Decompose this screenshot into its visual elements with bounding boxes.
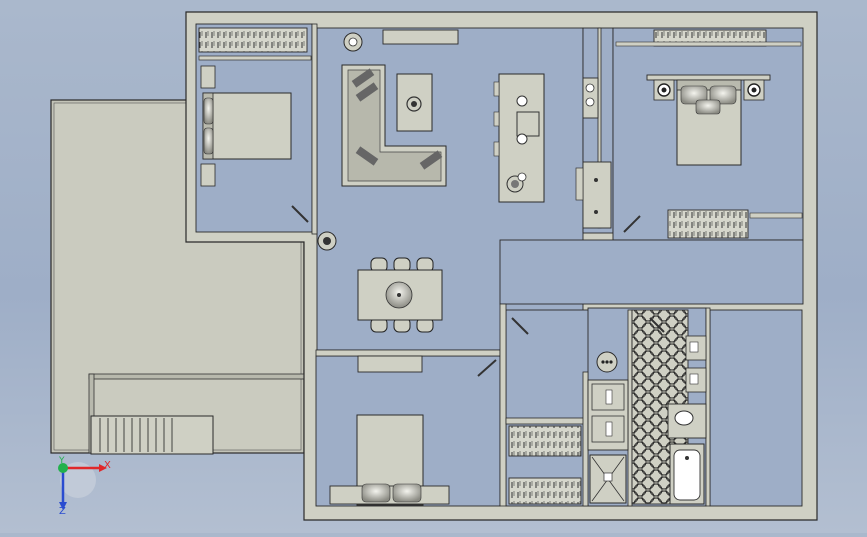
z-axis-arrow <box>59 502 67 510</box>
coffee-table <box>396 73 433 132</box>
dining-table-icon <box>357 257 443 333</box>
bed-icon <box>329 414 450 506</box>
nightstand <box>653 79 675 101</box>
nightstand <box>743 79 765 101</box>
door-swing-icon <box>291 205 309 223</box>
stove-icon <box>575 161 612 229</box>
window <box>357 355 423 373</box>
bathtub-icon <box>669 443 705 505</box>
axis-triad: X Y Z <box>58 456 111 517</box>
z-axis-label: Z <box>59 506 66 517</box>
x-axis-arrow <box>99 464 107 472</box>
wardrobe-icon <box>508 477 582 505</box>
stove-icon <box>596 351 618 373</box>
door-swing-icon <box>511 317 529 335</box>
nightstand <box>200 65 216 89</box>
closet <box>508 317 618 505</box>
hall-floor <box>499 239 804 305</box>
sofa-icon <box>341 64 447 187</box>
lamp-icon <box>343 32 363 52</box>
window <box>615 41 802 47</box>
x-axis-label: X <box>104 460 111 471</box>
nightstand <box>200 163 216 187</box>
y-axis-label: Y <box>58 456 65 466</box>
door-swing-icon <box>477 359 497 377</box>
door-swing-icon <box>623 215 641 233</box>
bedroom-east <box>615 29 803 239</box>
sink-icon <box>587 379 629 451</box>
window <box>382 29 459 45</box>
living-room <box>317 29 612 333</box>
sink-icon <box>685 335 707 393</box>
bedroom-west <box>198 27 312 223</box>
kitchen-island <box>493 73 545 203</box>
bed-icon <box>202 92 292 160</box>
lamp-icon <box>317 231 337 251</box>
toilet-icon <box>667 403 707 439</box>
bed-icon <box>676 79 742 166</box>
wardrobe-icon <box>667 209 749 239</box>
kitchen-counter <box>575 77 612 229</box>
wardrobe-icon <box>198 27 308 53</box>
door-swing-icon <box>649 317 665 333</box>
window <box>198 55 312 61</box>
storage-floor <box>709 309 803 507</box>
shower-icon <box>589 454 627 504</box>
wardrobe-icon <box>508 425 582 457</box>
stairs-icon <box>90 415 214 455</box>
bathroom <box>587 309 707 505</box>
y-axis-dot <box>58 463 68 473</box>
bedroom-south <box>329 355 497 506</box>
